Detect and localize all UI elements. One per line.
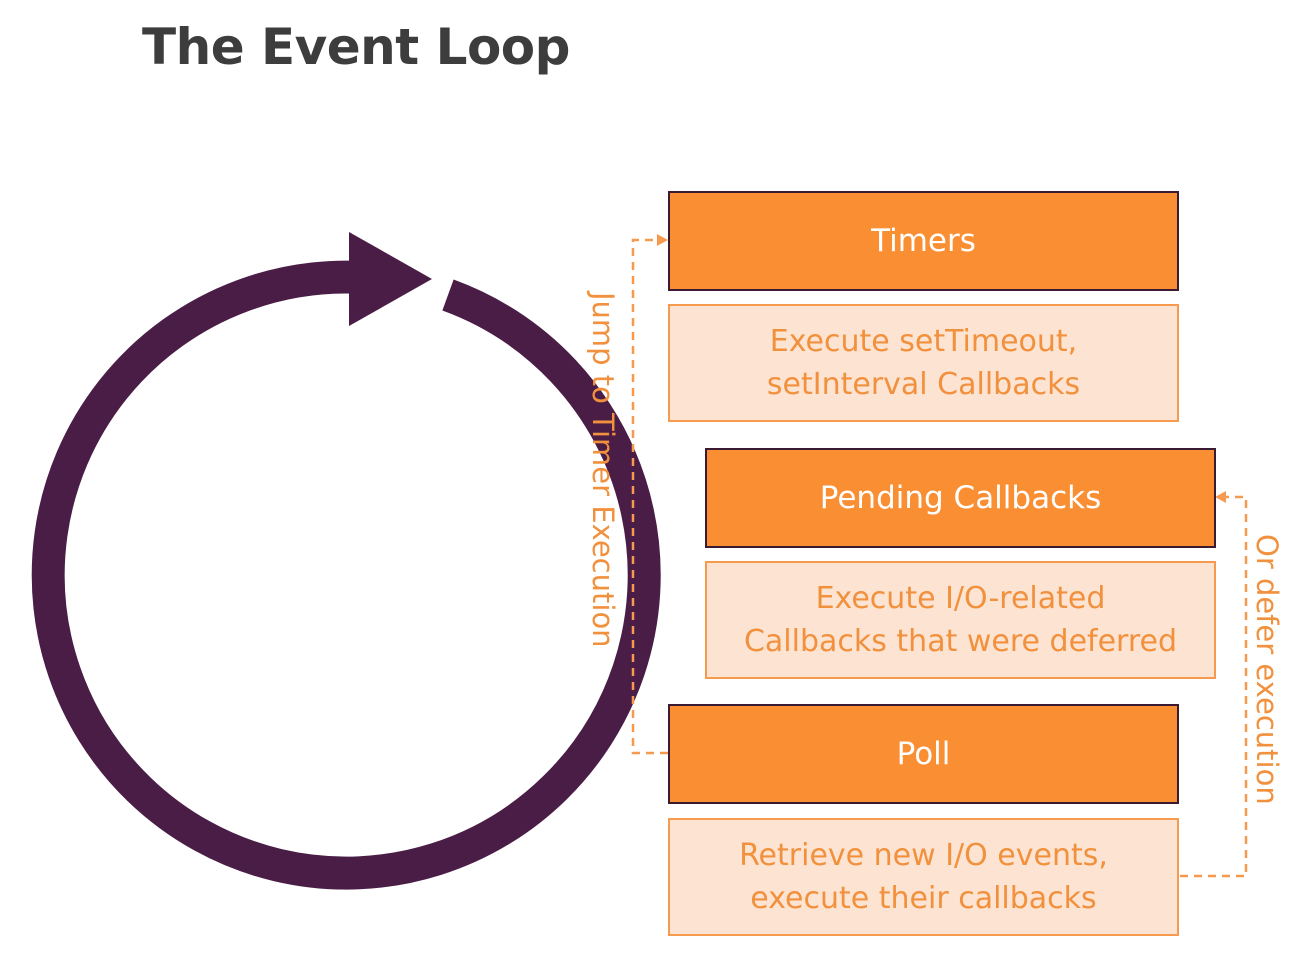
jump-to-timer-connector <box>631 238 668 755</box>
description-line: Callbacks that were deferred <box>743 624 1178 659</box>
description-line: Execute setTimeout, <box>769 324 1078 359</box>
description-line: Retrieve new I/O events, <box>739 838 1108 873</box>
phase-poll-label: Poll <box>896 736 951 772</box>
phase-timers: Timers <box>668 191 1179 291</box>
phase-pending-callbacks-description: Execute I/O-related Callbacks that were … <box>705 561 1216 679</box>
phase-timers-label: Timers <box>871 223 976 259</box>
phase-timers-description: Execute setTimeout, setInterval Callback… <box>668 304 1179 422</box>
phase-pending-callbacks-label: Pending Callbacks <box>819 480 1102 516</box>
description-line: setInterval Callbacks <box>766 367 1081 402</box>
phase-pending-callbacks: Pending Callbacks <box>705 448 1216 548</box>
phase-poll-description: Retrieve new I/O events, execute their c… <box>668 818 1179 936</box>
defer-execution-label: Or defer execution <box>1250 534 1284 805</box>
description-line: Execute I/O-related <box>815 581 1106 616</box>
defer-execution-connector <box>1180 495 1248 878</box>
description-line: execute their callbacks <box>750 881 1097 916</box>
phase-poll: Poll <box>668 704 1179 804</box>
jump-arrow-icon <box>657 234 668 246</box>
jump-to-timer-label: Jump to Timer Execution <box>586 292 620 648</box>
loop-circle <box>31 260 661 890</box>
loop-arrow-head-icon <box>349 232 432 326</box>
page-title: The Event Loop <box>142 18 570 76</box>
defer-arrow-icon <box>1215 491 1226 503</box>
